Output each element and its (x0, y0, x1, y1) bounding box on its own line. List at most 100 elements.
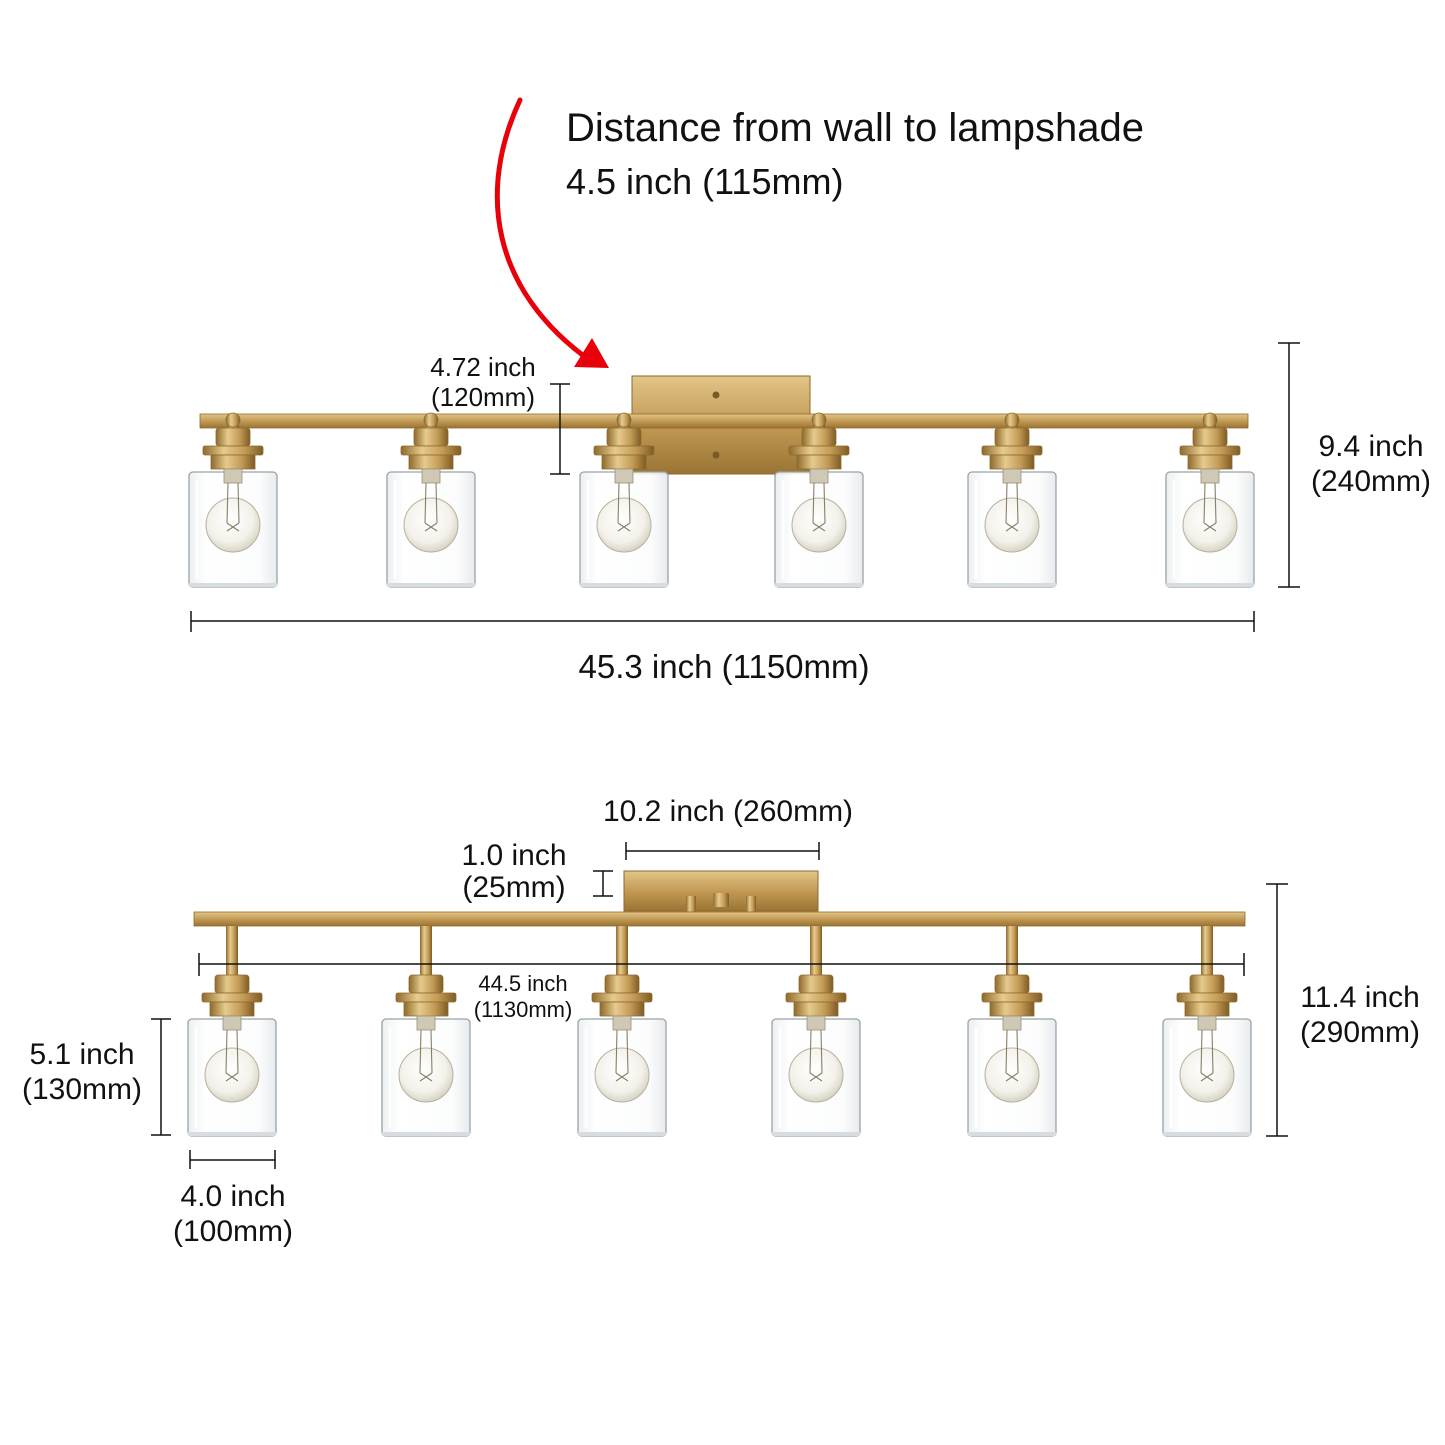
lamp-bulb-neck (614, 468, 634, 484)
lamp-socket (599, 1001, 645, 1017)
dim-backplate-offset-inch: 4.72 inch (430, 352, 536, 382)
lamp-bulb (594, 1047, 650, 1103)
lamp-cap-ring (1176, 992, 1238, 1003)
lamp-filament (226, 482, 240, 532)
lamp-glass-rim (772, 1132, 860, 1136)
lamp-filament (1200, 1029, 1214, 1082)
lamp-cap-ring (981, 445, 1043, 456)
lamp-glass-rim (580, 583, 668, 587)
lamp (771, 926, 861, 1137)
lamp-cap (994, 974, 1030, 994)
lamp-glass-rim (968, 583, 1056, 587)
dim-height-bottom-mm: (290mm) (1299, 1016, 1420, 1049)
dim-backplate-width-line (625, 842, 820, 860)
top-crossbar (199, 413, 1249, 429)
lamp-cap (801, 427, 837, 447)
lamp-cap (413, 427, 449, 447)
lamp-socket (989, 1001, 1035, 1017)
lamp-filament (225, 1029, 239, 1082)
lamp-cap (1189, 974, 1225, 994)
lamp-socket (989, 454, 1035, 470)
lamp-cap-ring (591, 992, 653, 1003)
lamp-knuckle (1004, 412, 1020, 428)
lamp (579, 412, 669, 588)
lamp-bulb-neck (222, 1015, 242, 1031)
lamp-socket (210, 454, 256, 470)
dim-backplate-width-label: 10.2 inch (260mm) (602, 795, 854, 828)
lamp-bulb-neck (1197, 1015, 1217, 1031)
lamp-cap (1192, 427, 1228, 447)
lamp-knuckle (1202, 412, 1218, 428)
lamp-glass-rim (578, 1132, 666, 1136)
lamp (967, 412, 1057, 588)
lamp-knuckle (616, 412, 632, 428)
lamp-knuckle (225, 412, 241, 428)
dim-arm-span-mm: (1130mm) (473, 997, 573, 1022)
lamp-knuckle (811, 412, 827, 428)
lamp (774, 412, 864, 588)
lamp-glass-rim (1163, 1132, 1251, 1136)
lamp-bulb-neck (1002, 1015, 1022, 1031)
lamp-filament (617, 482, 631, 532)
lamp (381, 926, 471, 1137)
lamp-stem (1201, 926, 1213, 978)
dim-height-top-inch: 9.4 inch (1318, 430, 1424, 463)
lamp-stem (420, 926, 432, 978)
top-backplate-screw (712, 391, 720, 399)
lamp-filament (1005, 1029, 1019, 1082)
lamp-cap (606, 427, 642, 447)
dim-shade-height-line (151, 1018, 171, 1136)
lamp-bulb (403, 497, 459, 553)
lamp-bulb-neck (809, 468, 829, 484)
page-title: Distance from wall to lampshade (566, 106, 1145, 150)
lamp-cap (994, 427, 1030, 447)
lamp-glass-rim (1166, 583, 1254, 587)
bottom-backplate-post (686, 896, 696, 914)
lamp-filament (615, 1029, 629, 1082)
dim-shade-width-mm: (100mm) (172, 1215, 293, 1248)
lamp-bulb (791, 497, 847, 553)
lamp-socket (796, 454, 842, 470)
lamp-filament (424, 482, 438, 532)
lamp-filament (419, 1029, 433, 1082)
lamp-stem (616, 926, 628, 978)
lamp-filament (812, 482, 826, 532)
lamp-knuckle (423, 412, 439, 428)
lamp-cap-ring (395, 992, 457, 1003)
lamp-stem (810, 926, 822, 978)
lamp-socket (601, 454, 647, 470)
dim-shade-width-inch: 4.0 inch (180, 1180, 286, 1213)
lamp-bulb (1179, 1047, 1235, 1103)
lamp-socket (793, 1001, 839, 1017)
lamp (187, 926, 277, 1137)
dim-shade-height-inch: 5.1 inch (29, 1038, 135, 1071)
lamp-glass-rim (968, 1132, 1056, 1136)
lamp-cap-ring (1179, 445, 1241, 456)
lamp (1165, 412, 1255, 588)
red-arrow-icon (494, 97, 609, 368)
lamp-bulb (984, 497, 1040, 553)
lamp-socket (1184, 1001, 1230, 1017)
lamp (577, 926, 667, 1137)
lamp-bulb (398, 1047, 454, 1103)
dim-backplate-depth-line (593, 870, 613, 897)
dim-backplate-offset-line (550, 383, 570, 475)
lamp-socket (1187, 454, 1233, 470)
lamp-bulb-neck (1002, 468, 1022, 484)
lamp-glass-rim (775, 583, 863, 587)
lamp-glass-rim (382, 1132, 470, 1136)
dim-arm-span-line (198, 953, 1245, 976)
top-view-fixture (188, 375, 1255, 588)
lamp-bulb-neck (416, 1015, 436, 1031)
lamp-socket (209, 1001, 255, 1017)
lamp-filament (1005, 482, 1019, 532)
lamp-bulb-neck (421, 468, 441, 484)
lamp-cap-ring (593, 445, 655, 456)
dim-arm-span-inch: 44.5 inch (478, 971, 568, 996)
lamp-bulb (984, 1047, 1040, 1103)
lamp-cap-ring (202, 445, 264, 456)
lamp-cap-ring (981, 992, 1043, 1003)
lamp-bulb (1182, 497, 1238, 553)
lamp-bulb-neck (1200, 468, 1220, 484)
lamp-cap-ring (201, 992, 263, 1003)
